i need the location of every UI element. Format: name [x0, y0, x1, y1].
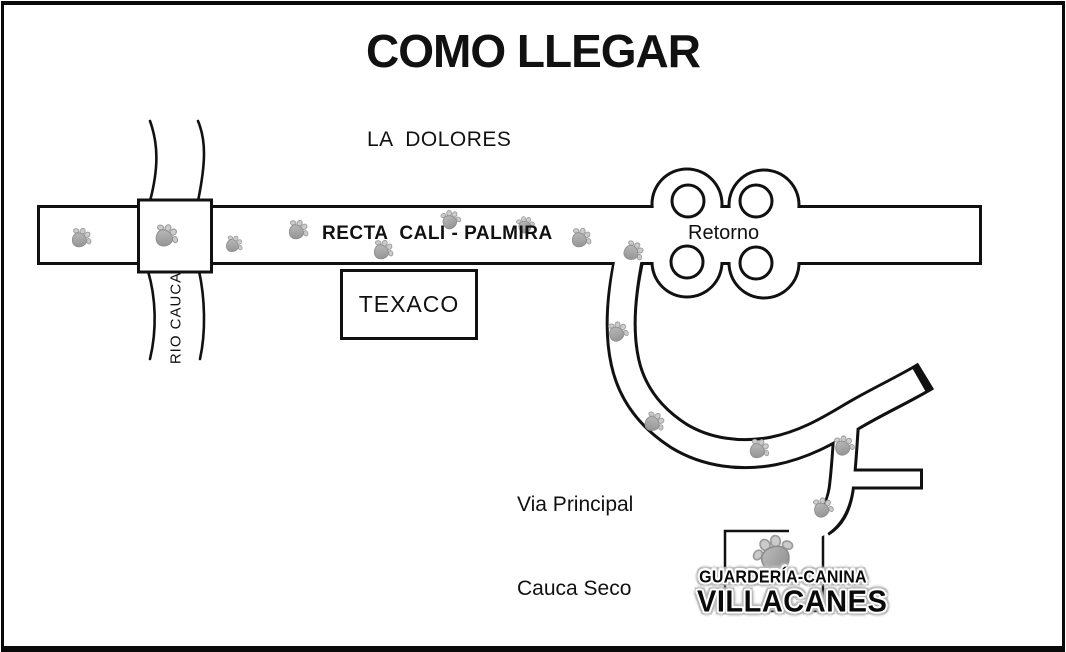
- uturn-label: Retorno: [688, 222, 760, 244]
- logo-line1: GUARDERÍA-CANINA: [699, 568, 867, 587]
- villacanes-logo: GUARDERÍA-CANINA VILLACANES: [697, 568, 888, 619]
- gas-station-label: TEXACO: [358, 291, 460, 317]
- highway-label: RECTA CALI - PALMIRA: [322, 223, 553, 244]
- destination-road-label: Via Principal Cauca Seco: [517, 435, 633, 652]
- area-label: LA DOLORES: [367, 128, 512, 151]
- river-label: RIO CAUCA: [167, 271, 185, 365]
- logo-line2: VILLACANES: [697, 585, 888, 619]
- page-title: COMO LLEGAR: [366, 25, 701, 77]
- gas-station-box: TEXACO: [340, 269, 478, 340]
- destination-road-label-line2: Cauca Seco: [517, 577, 632, 600]
- retorno-loops: [669, 183, 774, 281]
- destination-road-label-line1: Via Principal: [517, 493, 634, 516]
- river-lines: [146, 119, 206, 361]
